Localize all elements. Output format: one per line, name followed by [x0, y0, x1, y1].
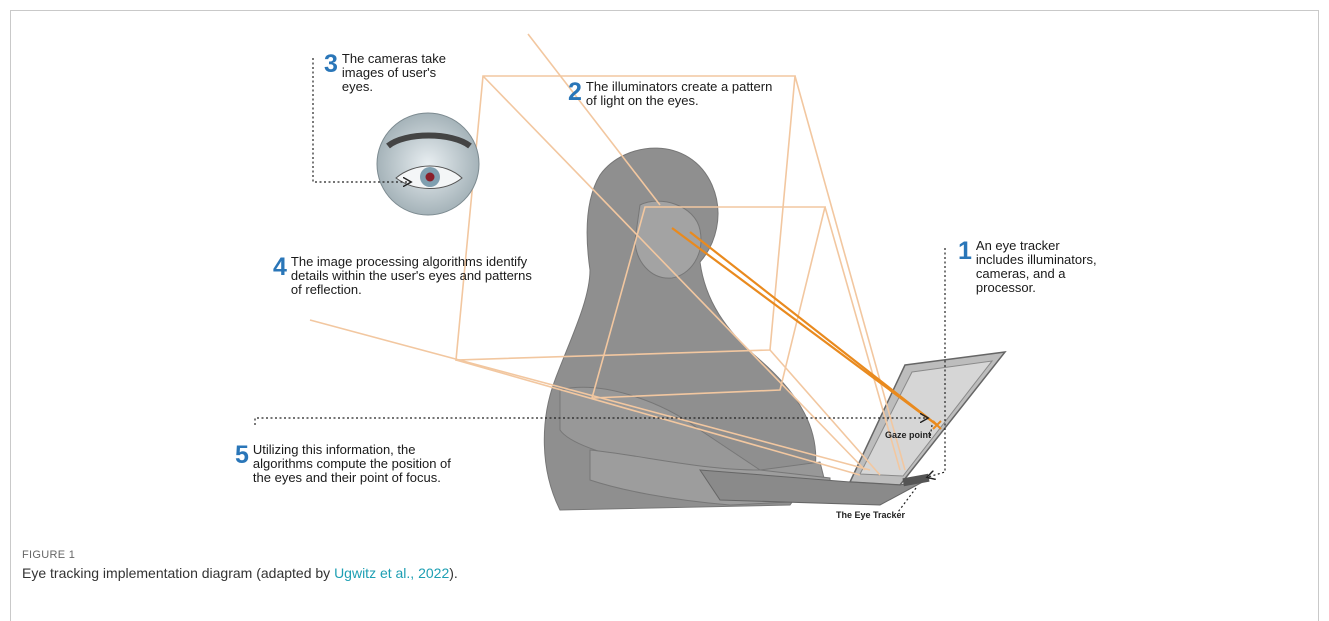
dotted-connectors — [254, 58, 946, 513]
step-1-number: 1 — [958, 237, 972, 265]
step-5-annotation: 5 Utilizing this information, the algori… — [235, 443, 460, 485]
frame-left-border — [10, 10, 11, 621]
woman-illustration — [543, 147, 831, 511]
caption-text-before: Eye tracking implementation diagram (ada… — [22, 565, 335, 581]
step-5-text: Utilizing this information, the algorith… — [252, 442, 451, 485]
eye-closeup-icon — [376, 112, 480, 216]
eye-tracker-label: The Eye Tracker — [836, 510, 906, 520]
gaze-point-marker — [932, 420, 942, 430]
step-1-text: An eye tracker includes illuminators, ca… — [975, 238, 1097, 295]
step-4-text: The image processing algorithms identify… — [290, 254, 532, 297]
frame-top-border — [10, 10, 1319, 11]
step-3-annotation: 3 The cameras take images of user's eyes… — [324, 52, 464, 94]
step-4-number: 4 — [273, 253, 287, 281]
step-5-number: 5 — [235, 441, 249, 469]
frame-right-border — [1318, 10, 1319, 621]
step-3-number: 3 — [324, 50, 338, 78]
gaze-point-label: Gaze point — [885, 430, 932, 440]
figure-caption: Eye tracking implementation diagram (ada… — [22, 565, 458, 581]
step-2-annotation: 2 The illuminators create a pattern of l… — [568, 80, 783, 108]
step-2-text: The illuminators create a pattern of lig… — [585, 79, 773, 108]
step-3-text: The cameras take images of user's eyes. — [341, 51, 446, 94]
citation-link[interactable]: Ugwitz et al., 2022 — [334, 565, 450, 581]
step-4-annotation: 4 The image processing algorithms identi… — [273, 255, 543, 297]
caption-text-after: ). — [449, 565, 458, 581]
figure-label: FIGURE 1 — [22, 549, 76, 561]
gaze-lines — [671, 227, 938, 426]
step-1-annotation: 1 An eye tracker includes illuminators, … — [958, 239, 1098, 295]
step-2-number: 2 — [568, 78, 582, 106]
